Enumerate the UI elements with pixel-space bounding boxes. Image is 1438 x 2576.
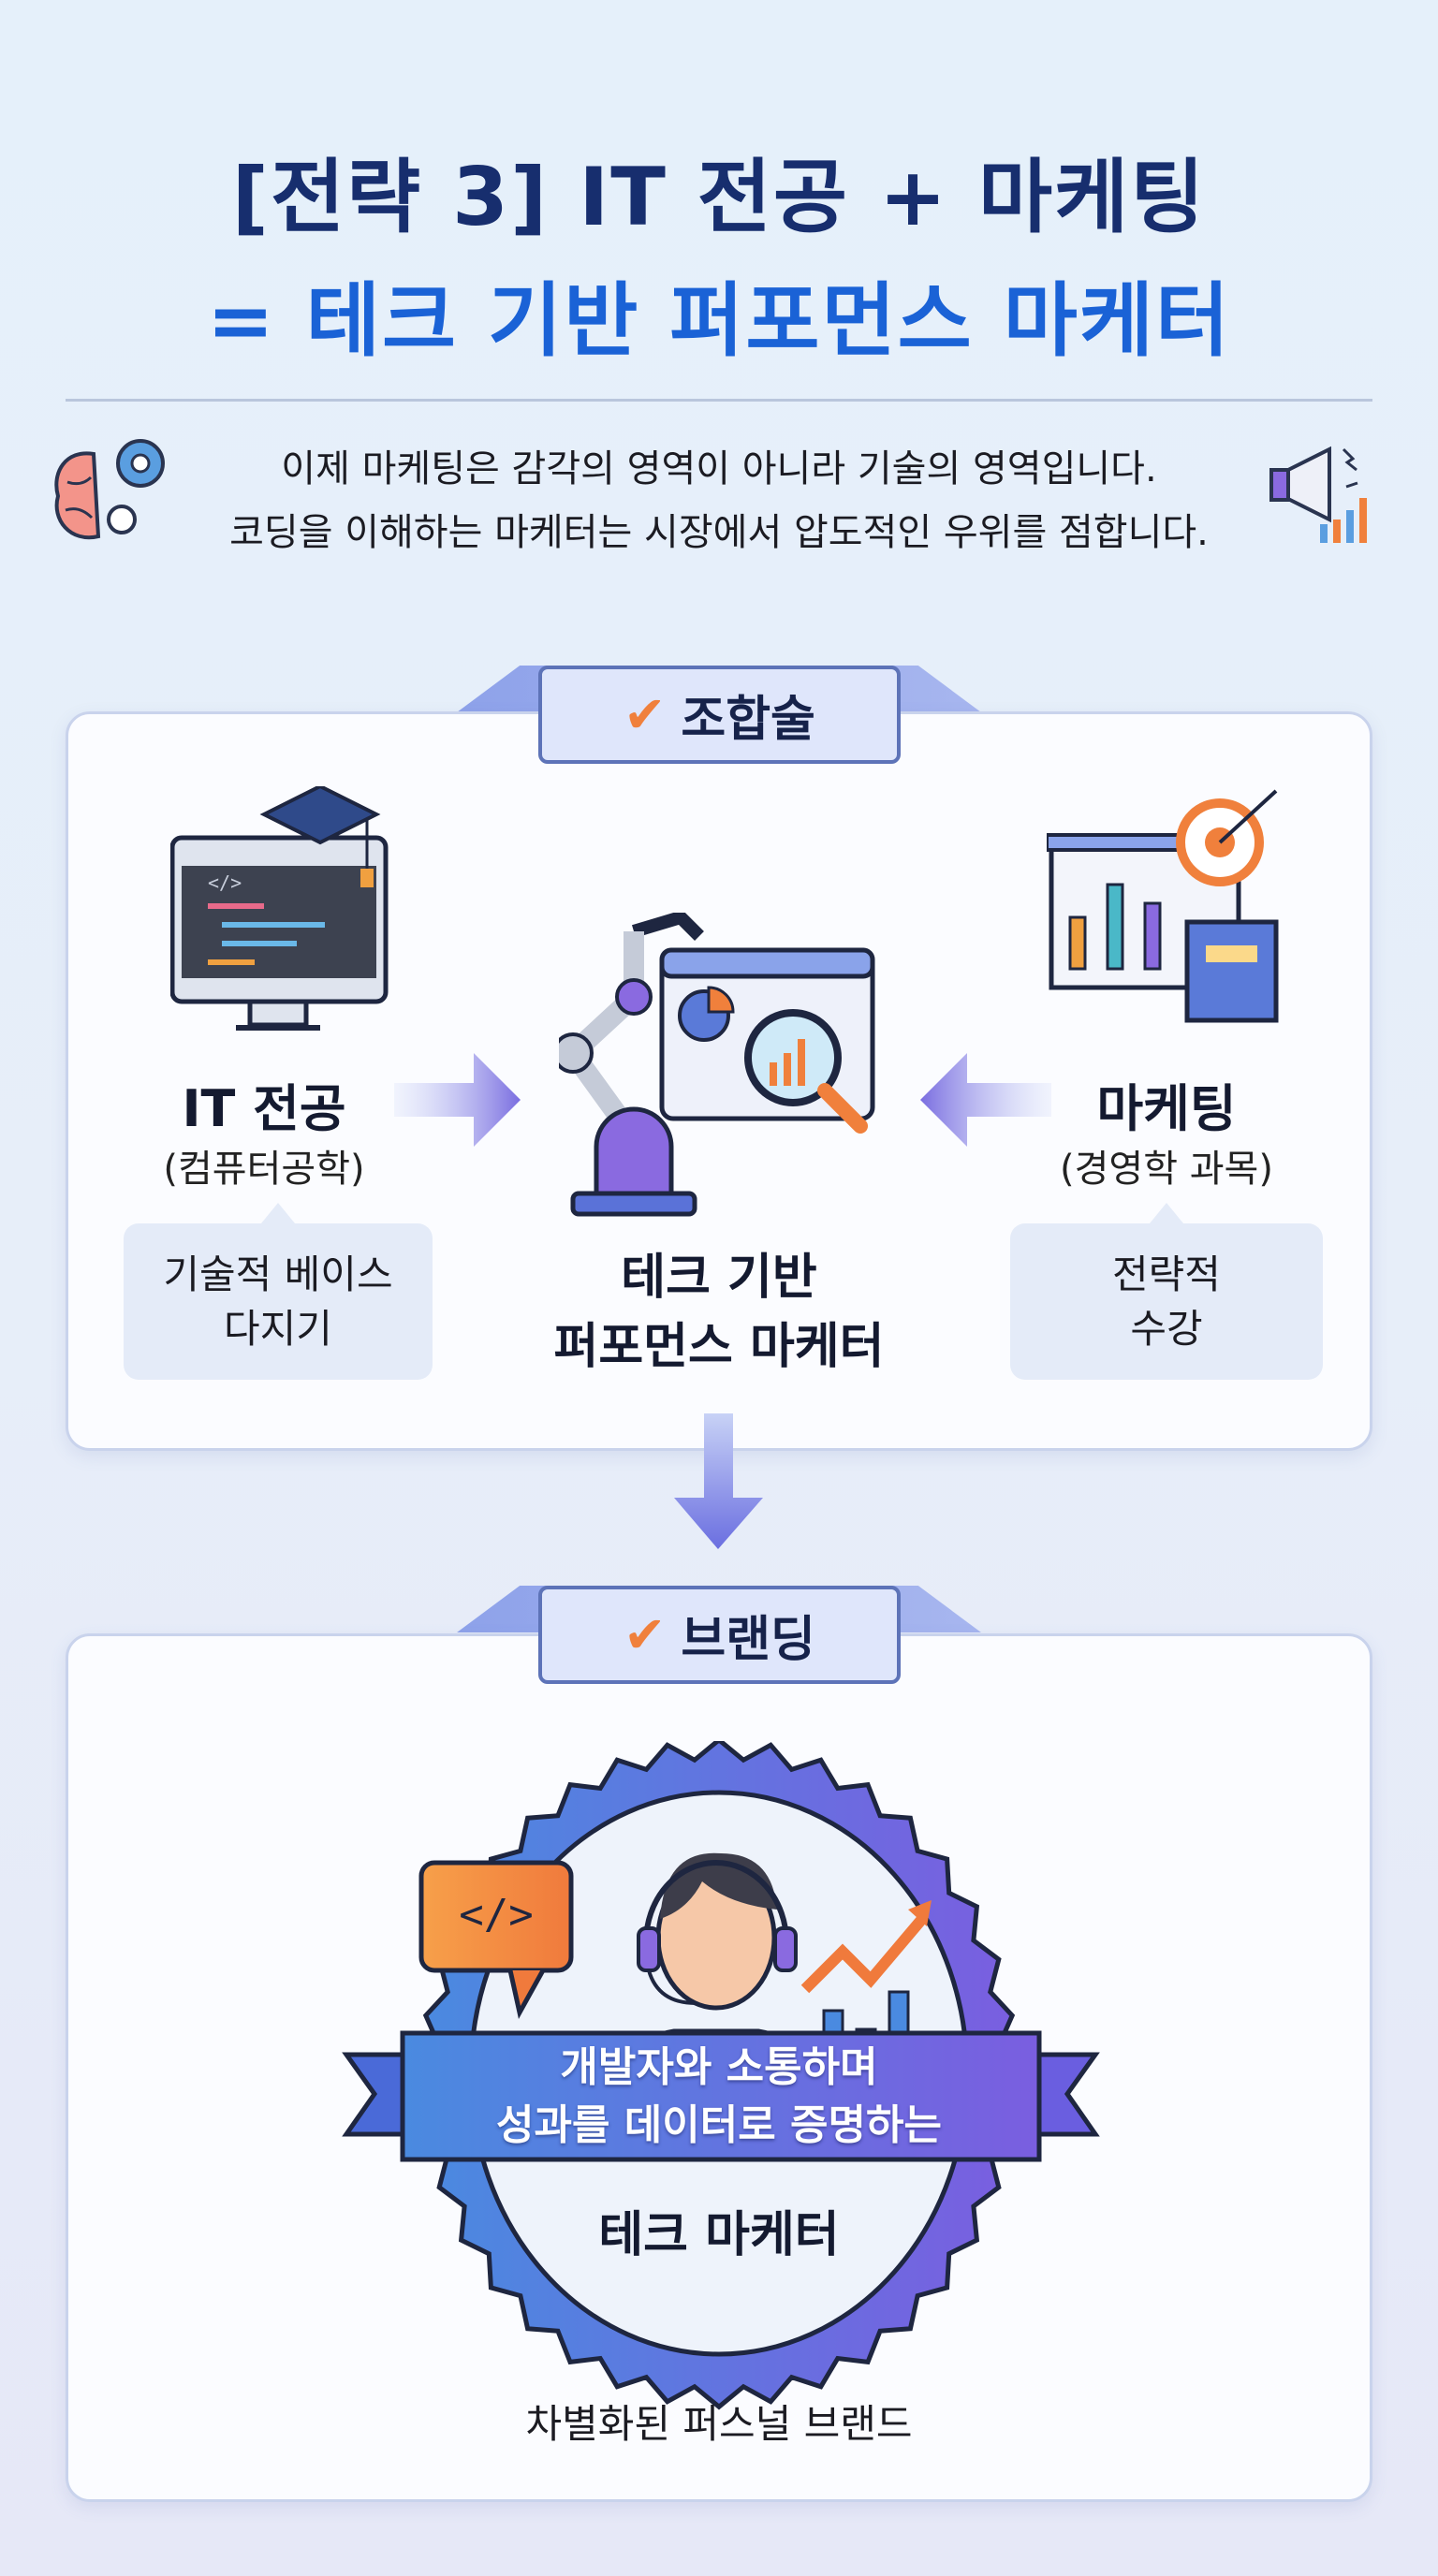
- note-line: 다지기: [224, 1305, 332, 1352]
- it-major-note: 기술적 베이스 다지기: [124, 1203, 433, 1380]
- brain-gear-icon: [54, 439, 165, 540]
- center-line-1: 테크 기반: [621, 1250, 817, 1306]
- it-major-title: IT 전공: [182, 1079, 346, 1138]
- check-icon: ✔: [624, 1605, 667, 1664]
- arrow-down-icon: [674, 1413, 763, 1549]
- branding-tag-label: 브랜딩: [681, 1612, 815, 1668]
- megaphone-chart-icon: [1269, 446, 1367, 543]
- ribbon-line-2: 성과를 데이터로 증명하는: [496, 2101, 942, 2149]
- center-line-2: 퍼포먼스 마케터: [553, 1319, 885, 1375]
- check-icon: ✔: [624, 685, 667, 744]
- branding-caption: 차별화된 퍼스널 브랜드: [525, 2401, 913, 2447]
- arrow-left-icon: [920, 1053, 1051, 1147]
- combination-tag-label: 조합술: [681, 692, 815, 748]
- marketing-chart-target-icon: [1047, 789, 1279, 1023]
- divider: [66, 399, 1372, 402]
- arrow-right-icon: [394, 1053, 521, 1147]
- title-line-2: = 테크 기반 퍼포먼스 마케터: [206, 274, 1232, 368]
- computer-graduation-icon: </>: [170, 786, 389, 1031]
- code-bubble-text: </>: [459, 1891, 533, 1939]
- it-major-sub: (컴퓨터공학): [163, 1148, 365, 1191]
- tech-marketer-badge: </> 테크 마케터: [342, 1741, 1100, 2410]
- marketing-sub: (경영학 과목): [1060, 1148, 1273, 1191]
- robot-arm-analytics-icon: [559, 913, 875, 1217]
- note-line: 수강: [1130, 1305, 1203, 1352]
- marketing-note: 전략적 수강: [1010, 1203, 1323, 1380]
- svg-text:</>: </>: [208, 871, 242, 894]
- subtitle-line-1: 이제 마케팅은 감각의 영역이 아니라 기술의 영역입니다.: [281, 447, 1157, 490]
- branding-tag: ✔ 브랜딩: [538, 1586, 901, 1684]
- combination-tag: ✔ 조합술: [538, 666, 901, 764]
- marketing-title: 마케팅: [1096, 1079, 1237, 1138]
- note-line: 기술적 베이스: [163, 1251, 393, 1297]
- badge-title: 테크 마케터: [598, 2207, 839, 2263]
- note-line: 전략적: [1112, 1251, 1221, 1297]
- ribbon-line-1: 개발자와 소통하며: [560, 2043, 878, 2091]
- title-line-1: [전략 3] IT 전공 + 마케팅: [231, 151, 1207, 244]
- subtitle-line-2: 코딩을 이해하는 마케터는 시장에서 압도적인 우위를 점합니다.: [229, 511, 1209, 554]
